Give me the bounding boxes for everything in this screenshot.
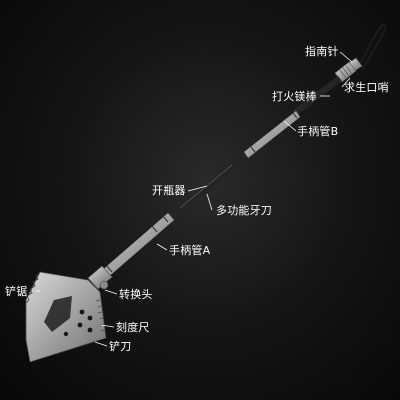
label-saw: 铲锯 xyxy=(5,285,28,298)
adapter-knob xyxy=(99,280,109,290)
adapter-head xyxy=(87,265,113,290)
leader-lines xyxy=(36,51,353,347)
tube-a-joints xyxy=(106,215,169,273)
label-adapter: 转换头 xyxy=(119,288,153,301)
label-whistle: 求生口哨 xyxy=(344,81,389,94)
label-ruler: 刻度尺 xyxy=(116,321,150,334)
whistle-rings xyxy=(339,65,353,79)
label-handle-tube-a: 手柄管A xyxy=(169,244,211,257)
handle-tube-a-shape xyxy=(99,212,175,280)
blade-holes xyxy=(63,309,93,337)
handle-tube-b-shape xyxy=(243,110,301,159)
label-bottle-opener: 开瓶器 xyxy=(152,184,186,197)
lanyard-cord xyxy=(355,23,387,71)
fire-rod xyxy=(292,76,342,116)
label-blade: 铲刀 xyxy=(109,340,132,353)
blade-slot xyxy=(44,296,72,332)
ruler-ticks xyxy=(95,299,105,332)
opener-knife-segment xyxy=(170,152,248,219)
saw-teeth xyxy=(25,271,41,304)
label-fire-starter: 打火镁棒 xyxy=(272,90,317,103)
label-compass: 指南针 xyxy=(305,45,339,58)
label-handle-tube-b: 手柄管B xyxy=(297,125,339,138)
label-multi-knife: 多功能牙刀 xyxy=(216,204,272,217)
tube-b-joints xyxy=(250,112,298,153)
